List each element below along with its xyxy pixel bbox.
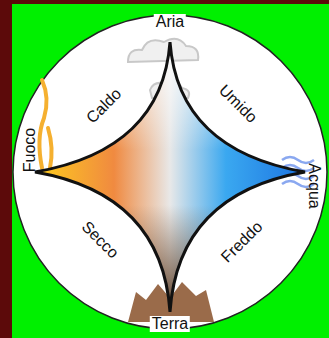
green-ground	[12, 4, 329, 338]
element-label: Fuoco	[22, 128, 38, 172]
element-label: Acqua	[306, 163, 322, 208]
circle	[13, 15, 327, 329]
element-label: Aria	[154, 14, 186, 30]
star-outline	[35, 42, 305, 312]
flame	[39, 80, 51, 168]
element-label: Terra	[150, 316, 190, 332]
star-fill	[30, 40, 310, 315]
